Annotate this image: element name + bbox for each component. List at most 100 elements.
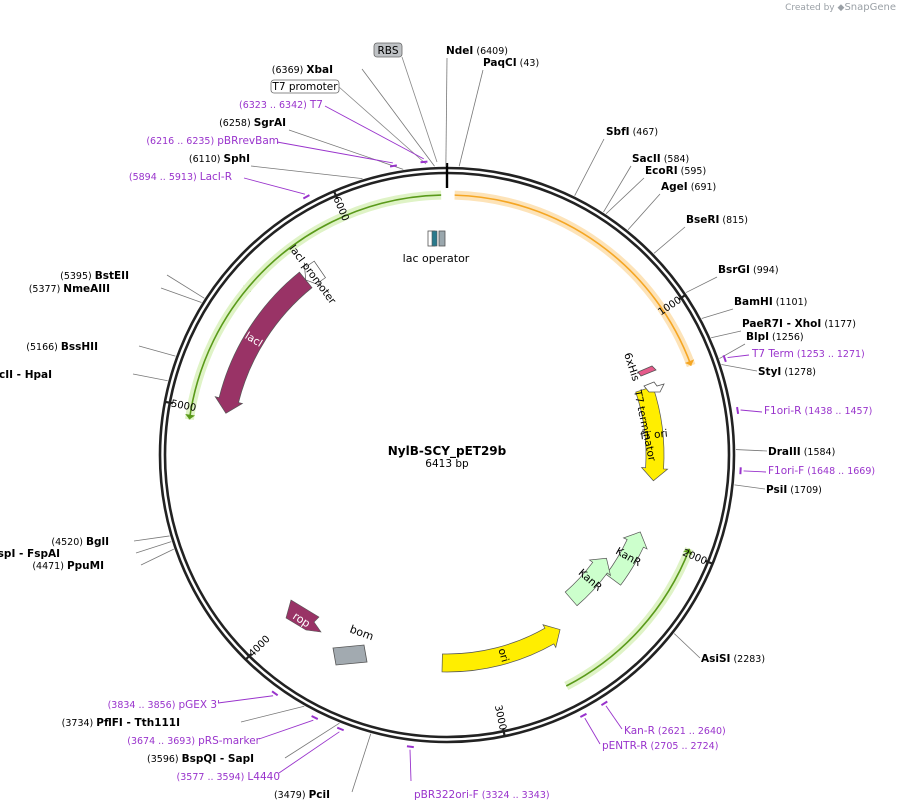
enzyme-site-paer7i[interactable]: PaeR7I - XhoI (1177) <box>742 318 856 330</box>
primer-name-pbrrevbam: pBRrevBam <box>217 135 279 147</box>
enzyme-name-bspqi: BspQI <box>182 753 217 765</box>
enzyme-site-pcii[interactable]: (3479) PciI <box>274 789 330 801</box>
rop-marker[interactable] <box>285 599 322 633</box>
primer-t7[interactable]: (6323 .. 6342) T7 <box>239 99 428 164</box>
primer-mark-pentr-r <box>579 712 587 718</box>
enzyme-name-hincii: HincII <box>0 369 13 381</box>
enzyme-site-bsteii[interactable]: (5395) BstEII <box>60 270 129 282</box>
primer-range-laci-r: (5894 .. 5913) <box>129 172 200 183</box>
t7-promoter-box[interactable] <box>270 79 340 94</box>
enzyme-site-sbfi[interactable]: SbfI (467) <box>606 126 658 138</box>
enzyme-leader-bsrgi <box>685 276 718 293</box>
primer-prs-marker[interactable]: (3674 .. 3693) pRS-marker <box>127 715 319 747</box>
enzyme-site-paqci[interactable]: PaqCI (43) <box>483 57 539 69</box>
primer-mark-pgex-3 <box>271 690 279 697</box>
feature-f1-ori[interactable]: f1 ori <box>635 385 669 482</box>
enzyme-name-bamhi: BamHI <box>734 296 773 308</box>
enzyme-site-ppumi[interactable]: (4471) PpuMI <box>32 560 104 572</box>
enzyme-label-blpi: BlpI (1256) <box>746 331 804 343</box>
primer-kan-r[interactable]: Kan-R (2621 .. 2640) <box>600 700 726 737</box>
enzyme-site-blpi[interactable]: BlpI (1256) <box>746 331 804 343</box>
enzyme-site-ecori[interactable]: EcoRI (595) <box>645 165 706 177</box>
enzyme-site-bspqi[interactable]: (3596) BspQI - SapI <box>147 753 254 765</box>
enzyme-site-asisi[interactable]: AsiSI (2283) <box>701 653 765 665</box>
enzyme-label-ecori: EcoRI (595) <box>645 165 706 177</box>
enzyme-site-bsrgi[interactable]: BsrGI (994) <box>718 264 779 276</box>
primer-f1ori-f[interactable]: F1ori-F (1648 .. 1669) <box>739 465 875 477</box>
enzyme-alt-fspi: - FspAI <box>15 548 60 560</box>
enzyme-site-psii[interactable]: PsiI (1709) <box>766 484 822 496</box>
primer-laci-r[interactable]: (5894 .. 5913) LacI-R <box>129 171 310 200</box>
enzyme-site-xbai[interactable]: (6369) XbaI <box>272 64 333 76</box>
primer-range-kan-r: (2621 .. 2640) <box>655 726 726 737</box>
enzyme-site-draiii[interactable]: DraIII (1584) <box>768 446 835 458</box>
lac-operator-marker[interactable] <box>427 230 446 247</box>
primer-name-kan-r: Kan-R <box>624 725 655 737</box>
enzyme-site-nmeaiii[interactable]: (5377) NmeAIII <box>29 283 110 295</box>
primer-l4440[interactable]: (3577 .. 3594) L4440 <box>177 726 345 783</box>
enzyme-alt-paer7i: - XhoI <box>783 318 821 330</box>
primer-pbrrevbam[interactable]: (6216 .. 6235) pBRrevBam <box>146 135 398 168</box>
feature-origin-band[interactable] <box>564 547 694 691</box>
feature-kanr-2[interactable]: KanR <box>564 557 612 607</box>
primer-leader-prs-marker <box>258 719 314 740</box>
primer-label-f1ori-r: F1ori-R (1438 .. 1457) <box>764 405 872 417</box>
enzyme-site-sacii[interactable]: SacII (584) <box>632 153 689 165</box>
enzyme-leader-agei <box>627 193 661 231</box>
enzyme-position-pcii: (3479) <box>274 790 309 801</box>
rbs-box[interactable] <box>373 42 403 58</box>
enzyme-position-bseri: (815) <box>719 215 748 226</box>
primer-mark-f1ori-r <box>736 406 740 415</box>
enzyme-name-ppumi: PpuMI <box>67 560 104 572</box>
enzyme-site-bgli[interactable]: (4520) BglI <box>51 536 109 548</box>
enzyme-site-bsshii[interactable]: (5166) BssHII <box>26 341 98 353</box>
enzyme-site-styi[interactable]: StyI (1278) <box>758 366 816 378</box>
enzyme-position-paer7i: (1177) <box>821 319 856 330</box>
enzyme-position-bsteii: (5395) <box>60 271 95 282</box>
enzyme-name-pflfi: PflFI <box>96 717 123 729</box>
enzyme-site-sgrai[interactable]: (6258) SgrAI <box>219 117 286 129</box>
primer-name-f1ori-f: F1ori-F <box>768 465 804 477</box>
enzyme-site-fspi[interactable]: (4499) FspI - FspAI <box>0 548 60 560</box>
enzyme-site-ndei[interactable]: NdeI (6409) <box>446 45 508 57</box>
enzyme-name-bsrgi: BsrGI <box>718 264 750 276</box>
enzyme-label-sphi: (6110) SphI <box>189 153 250 165</box>
primer-pbr322ori-f[interactable]: pBR322ori-F (3324 .. 3343) <box>406 745 550 801</box>
enzyme-position-bgli: (4520) <box>51 537 86 548</box>
enzyme-leader-asisi <box>673 633 701 659</box>
enzyme-leader-bspqi <box>284 722 340 759</box>
primer-range-t7: (6323 .. 6342) <box>239 100 310 111</box>
primer-pentr-r[interactable]: pENTR-R (2705 .. 2724) <box>579 712 719 752</box>
enzyme-site-pflfi[interactable]: (3734) PflFI - Tth111I <box>62 717 180 729</box>
enzyme-name-paqci: PaqCI <box>483 57 517 69</box>
tick-3000 <box>501 728 506 738</box>
enzyme-site-hincii[interactable]: (5075) HincII - HpaI <box>0 369 52 381</box>
feature-ori[interactable]: ori <box>441 624 561 673</box>
feature-kanr-1[interactable]: KanR <box>605 531 648 586</box>
enzyme-label-paqci: PaqCI (43) <box>483 57 539 69</box>
feature-lacI[interactable]: lacI <box>214 271 313 414</box>
enzyme-alt-hincii: - HpaI <box>13 369 52 381</box>
feature-orange-cds[interactable] <box>454 190 696 368</box>
enzyme-label-styi: StyI (1278) <box>758 366 816 378</box>
feature-lacI-band[interactable] <box>184 270 265 421</box>
enzyme-site-sphi[interactable]: (6110) SphI <box>189 153 250 165</box>
primer-leader-laci-r <box>243 177 306 195</box>
enzyme-leader-draiii <box>735 449 768 452</box>
enzyme-name-xbai: XbaI <box>306 64 333 76</box>
enzyme-site-bseri[interactable]: BseRI (815) <box>686 214 748 226</box>
enzyme-site-bamhi[interactable]: BamHI (1101) <box>734 296 807 308</box>
primer-pgex-3[interactable]: (3834 .. 3856) pGEX 3' <box>108 690 279 711</box>
6xhis-marker[interactable] <box>637 365 657 377</box>
primer-t7-term[interactable]: T7 Term (1253 .. 1271) <box>722 348 865 363</box>
primer-range-pentr-r: (2705 .. 2724) <box>648 741 719 752</box>
enzyme-name-bgli: BglI <box>86 536 109 548</box>
primer-leader-pgex-3 <box>217 695 274 704</box>
primer-f1ori-r[interactable]: F1ori-R (1438 .. 1457) <box>736 405 872 417</box>
primer-leader-t7-term <box>727 354 750 358</box>
t7-terminator-marker[interactable] <box>643 381 665 393</box>
bom-marker[interactable] <box>332 644 368 666</box>
enzyme-name-nmeaiii: NmeAIII <box>63 283 110 295</box>
enzyme-site-agei[interactable]: AgeI (691) <box>661 181 716 193</box>
